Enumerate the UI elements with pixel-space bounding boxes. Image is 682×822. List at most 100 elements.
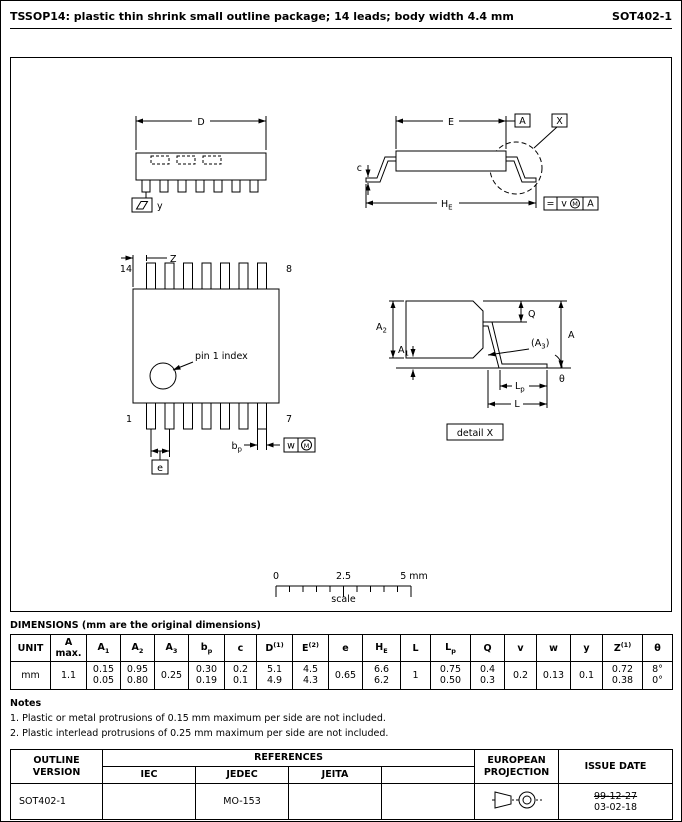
outline-version-header: OUTLINE VERSION bbox=[10, 749, 103, 785]
td-d: 5.1 4.9 bbox=[256, 661, 293, 690]
td-a3: 0.25 bbox=[154, 661, 189, 690]
th-lp: Lp bbox=[430, 634, 471, 662]
pin-label-8: 8 bbox=[286, 264, 292, 275]
pin bbox=[146, 402, 156, 430]
datum-a-box bbox=[514, 113, 531, 128]
dim-label-c: c bbox=[357, 163, 362, 174]
pin bbox=[220, 402, 230, 430]
package-body-side bbox=[135, 152, 267, 181]
page-header: TSSOP14: plastic thin shrink small outli… bbox=[10, 1, 672, 29]
lead bbox=[141, 179, 151, 193]
pin bbox=[238, 262, 249, 290]
detail-x-caption: detail X bbox=[457, 428, 494, 439]
package-title: TSSOP14: plastic thin shrink small outli… bbox=[10, 10, 514, 23]
jedec-header: JEDEC bbox=[195, 766, 289, 785]
th-c: c bbox=[224, 634, 257, 662]
pin-label-7: 7 bbox=[286, 414, 292, 425]
package-code: SOT402-1 bbox=[612, 10, 672, 23]
td-v: 0.2 bbox=[504, 661, 537, 690]
td-a2: 0.95 0.80 bbox=[120, 661, 155, 690]
datum-y-box bbox=[131, 197, 153, 213]
body-section bbox=[405, 300, 484, 359]
th-w: w bbox=[536, 634, 571, 662]
tolerance-frame-v: = v M A bbox=[543, 196, 599, 211]
dim-label-theta: θ bbox=[559, 374, 565, 385]
td-he: 6.6 6.2 bbox=[362, 661, 401, 690]
dim-label-a3: (A3) bbox=[531, 338, 549, 351]
top-view: Z 14 8 1 7 pin 1 index e bbox=[120, 254, 316, 475]
dimensions-heading: DIMENSIONS (mm are the original dimensio… bbox=[10, 620, 261, 631]
notes-section: Notes 1. Plastic or metal protrusions of… bbox=[10, 696, 672, 742]
th-e-body: E(2) bbox=[292, 634, 329, 662]
svg-text:w: w bbox=[287, 441, 295, 452]
dim-label-bp: bp bbox=[232, 441, 243, 454]
drawing-frame: D y bbox=[10, 57, 672, 612]
dim-label-d: D bbox=[197, 117, 204, 128]
svg-text:A: A bbox=[587, 199, 594, 210]
pin bbox=[146, 262, 156, 290]
issue-date-cell: 99-12-27 03-02-18 bbox=[558, 783, 674, 821]
pin bbox=[183, 402, 193, 430]
european-projection-header: EUROPEAN PROJECTION bbox=[474, 749, 560, 785]
pin bbox=[257, 402, 267, 430]
th-e-pitch: e bbox=[328, 634, 363, 662]
dimensions-value-row: mm 1.1 0.15 0.05 0.95 0.80 0.25 0.30 0.1… bbox=[10, 661, 673, 690]
detail-ref-label-x: X bbox=[556, 116, 563, 127]
td-theta: 8° 0° bbox=[642, 661, 673, 690]
pin1-index-mark bbox=[149, 362, 177, 390]
svg-text:M: M bbox=[304, 442, 310, 450]
scale-bar: 0 2.5 5 mm scale bbox=[273, 571, 428, 605]
td-a-max: 1.1 bbox=[50, 661, 87, 690]
m-circle-icon bbox=[570, 198, 580, 209]
notes-heading: Notes bbox=[10, 697, 42, 709]
th-a2: A2 bbox=[120, 634, 155, 662]
td-e-pitch: 0.65 bbox=[328, 661, 363, 690]
th-unit: UNIT bbox=[10, 634, 51, 662]
tolerance-frame-w: w M bbox=[283, 437, 316, 453]
pin-label-1: 1 bbox=[126, 414, 132, 425]
pin bbox=[238, 402, 249, 430]
td-y: 0.1 bbox=[570, 661, 603, 690]
th-l: L bbox=[400, 634, 431, 662]
dim-label-e-pitch: e bbox=[157, 463, 163, 474]
issue-date-header: ISSUE DATE bbox=[558, 749, 674, 785]
lead bbox=[159, 179, 169, 193]
dim-label-a: A bbox=[568, 330, 575, 341]
jeita-value bbox=[288, 783, 382, 821]
th-y: y bbox=[570, 634, 603, 662]
dim-label-he: HE bbox=[441, 199, 453, 212]
td-bp: 0.30 0.19 bbox=[188, 661, 225, 690]
e-box bbox=[151, 459, 169, 475]
side-view: D y bbox=[131, 115, 267, 213]
pin bbox=[257, 262, 267, 290]
dim-label-a1: A1 bbox=[398, 345, 409, 358]
scale-zero-label: 0 bbox=[273, 571, 279, 582]
th-a1: A1 bbox=[86, 634, 121, 662]
end-view: E A X c bbox=[357, 113, 599, 212]
european-projection-cell bbox=[474, 783, 560, 821]
pin bbox=[220, 262, 230, 290]
note-1: 1. Plastic or metal protrusions of 0.15 … bbox=[10, 712, 386, 724]
svg-text:=: = bbox=[547, 199, 555, 210]
scale-caption: scale bbox=[331, 594, 356, 605]
blank-ref-header bbox=[380, 766, 476, 785]
td-a1: 0.15 0.05 bbox=[86, 661, 121, 690]
pin bbox=[201, 262, 212, 290]
svg-text:M: M bbox=[572, 200, 578, 208]
issue-date-old: 99-12-27 bbox=[593, 790, 638, 802]
references-header: REFERENCES bbox=[101, 749, 476, 768]
pin-label-14: 14 bbox=[120, 264, 132, 275]
th-v: v bbox=[504, 634, 537, 662]
scale-end-label: 5 mm bbox=[400, 571, 428, 582]
th-z: Z(1) bbox=[602, 634, 643, 662]
th-d: D(1) bbox=[256, 634, 293, 662]
td-l: 1 bbox=[400, 661, 431, 690]
pin bbox=[201, 402, 212, 430]
package-body-end bbox=[395, 150, 507, 172]
pin bbox=[164, 262, 175, 290]
lead-left bbox=[365, 156, 397, 183]
detail-ref-box bbox=[551, 113, 568, 128]
